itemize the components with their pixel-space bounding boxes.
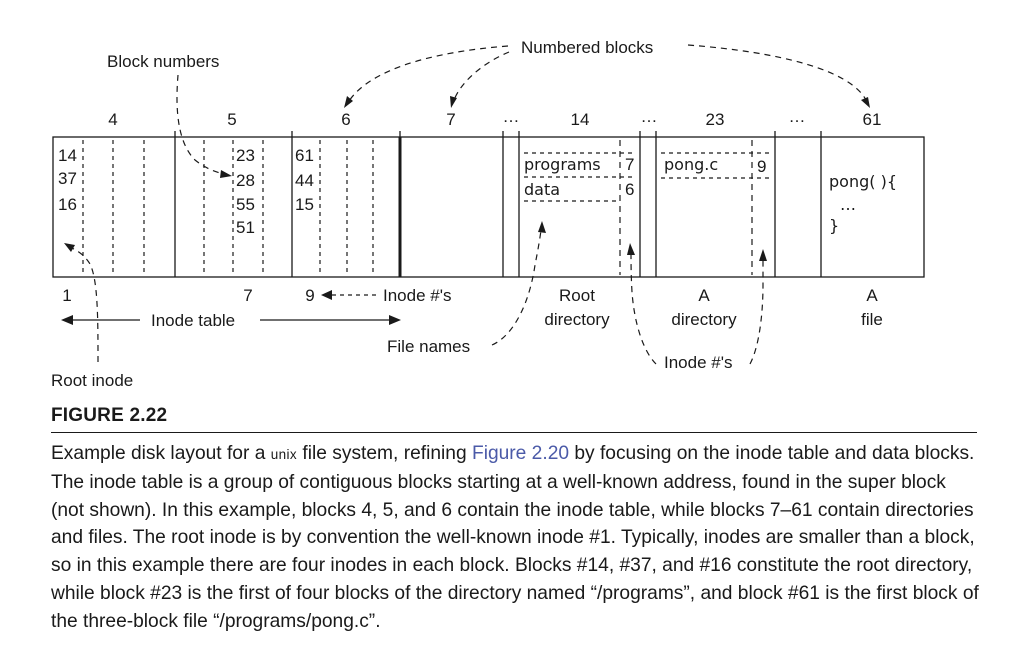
block-numbers-arrow [176,74,225,175]
inode-pointer: 37 [58,169,77,188]
inode-pointer: 55 [236,195,255,214]
inode-nums-arrow-root [630,251,657,365]
block-number: 7 [446,110,455,129]
inode-nums-label: Inode #'s [383,286,451,305]
arrow-head [321,290,332,300]
arrow-to-block-6 [348,45,509,102]
root-directory-entries [524,140,636,275]
a-file-label: file [861,310,883,329]
root-dir-entry-inode: 7 [625,155,634,174]
a-directory-entries [661,140,771,275]
block-number: 61 [863,110,882,129]
block-numbers-label: Block numbers [107,52,219,71]
inode-pointer: 23 [236,146,255,165]
a-directory-label: A [698,286,710,305]
inode-pointer: 51 [236,218,255,237]
root-dir-entry-name: data [524,180,560,199]
arrow-head [344,96,353,108]
caption-text: file system, refining [297,443,472,464]
arrow-head [64,243,75,252]
block-ellipsis: … [641,107,658,126]
disk-layout-diagram: Block numbers Numbered blocks 4 5 6 7 … … [51,38,925,390]
root-directory-label: directory [544,310,610,329]
figure-divider [51,432,977,433]
block-ellipsis: … [789,107,806,126]
arrow-head [220,170,232,178]
inode-number: 7 [243,286,252,305]
block-number: 4 [108,110,117,129]
block-dividers [174,137,822,277]
arrow-to-block-7 [453,51,510,101]
numbered-blocks-label: Numbered blocks [521,38,653,57]
block-ellipsis: … [503,107,520,126]
disk-strip [52,136,925,278]
inode-pointer: 15 [295,195,314,214]
inode-pointer: 28 [236,171,255,190]
figure-caption: Example disk layout for a unix file syst… [51,440,981,636]
inode-nums-bottom-label: Inode #'s [664,353,732,372]
arrow-head [538,221,546,233]
inode-pointer: 61 [295,146,314,165]
file-content-line: … [840,195,856,214]
root-inode-arrow [69,246,99,363]
root-directory-label: Root [559,286,595,305]
inode-slot-dividers [82,140,374,275]
root-dir-entry-name: programs [524,155,601,174]
inode-number: 9 [305,286,314,305]
arrow-head [861,97,870,108]
file-content-line: pong( ){ [829,172,897,191]
block-number: 23 [706,110,725,129]
a-file-label: A [866,286,878,305]
arrow-head [389,315,401,325]
inode-number: 1 [62,286,71,305]
a-dir-entry-inode: 9 [757,157,766,176]
file-names-label: File names [387,337,470,356]
inode-pointer: 14 [58,146,77,165]
inode-pointer: 16 [58,195,77,214]
arrow-head [759,249,767,261]
caption-text: Example disk layout for a [51,443,271,464]
caption-unix: unix [270,447,298,462]
root-dir-entry-inode: 6 [625,180,634,199]
inode-table-label: Inode table [151,311,235,330]
a-dir-entry-name: pong.c [664,155,718,174]
a-directory-label: directory [671,310,737,329]
block-number: 14 [571,110,590,129]
file-content-line: } [829,216,839,235]
inode-pointer: 44 [295,171,314,190]
arrow-head [450,96,457,108]
inode-nums-arrow-adir [749,258,764,365]
root-inode-label: Root inode [51,371,133,390]
arrow-to-block-61 [687,44,867,101]
arrow-head [627,243,635,255]
caption-text: by focusing on the inode table and data … [51,443,979,632]
figure-title: FIGURE 2.22 [51,405,168,426]
file-names-arrow [491,229,542,346]
arrow-head [61,315,73,325]
block-number: 5 [227,110,236,129]
block-ticks [174,131,822,137]
figure-reference-link[interactable]: Figure 2.20 [471,443,570,464]
block-number: 6 [341,110,350,129]
